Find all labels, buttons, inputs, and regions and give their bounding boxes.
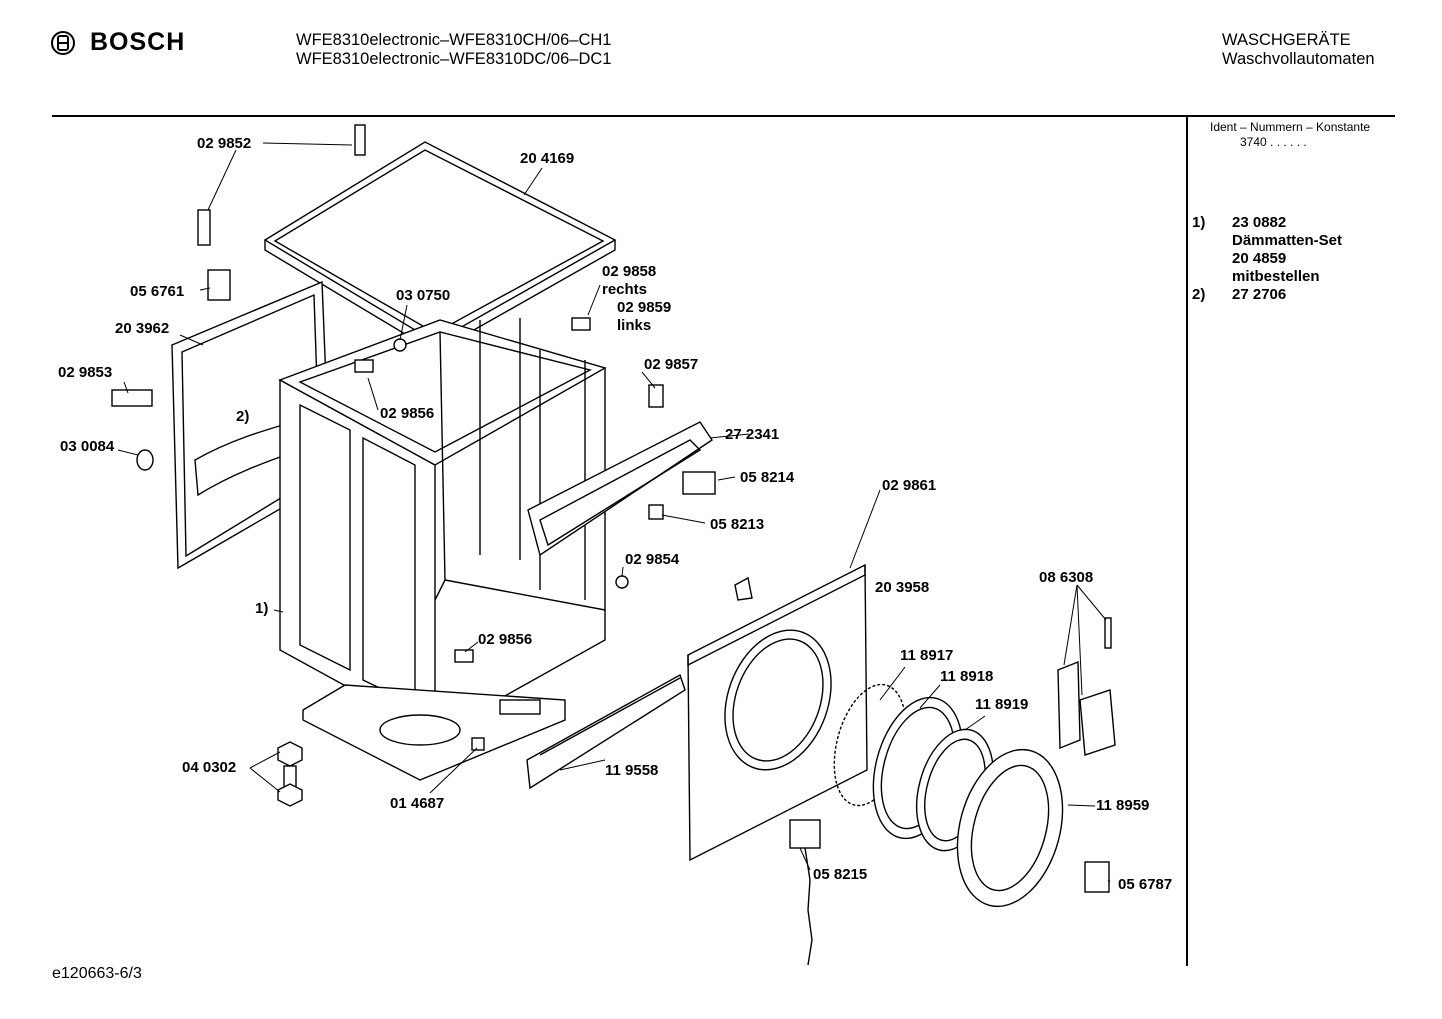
part-label: 05 6761	[130, 283, 184, 300]
note-key: 2)	[1192, 286, 1206, 303]
part-label: 03 0084	[60, 438, 115, 455]
part-label: 20 3958	[875, 579, 929, 596]
note-line: mitbestellen	[1232, 268, 1320, 285]
small-parts	[111, 124, 1110, 966]
part-label: 05 8213	[710, 516, 764, 533]
part-label: links	[617, 317, 651, 334]
note-line: 23 0882	[1232, 214, 1287, 231]
part-label: 05 6787	[1118, 876, 1172, 893]
base-plate-part	[302, 684, 566, 781]
part-label: 05 8215	[813, 866, 867, 883]
part-label: 02 9858	[602, 263, 656, 280]
drawing-id: e120663-6/3	[52, 965, 142, 982]
ident-label: Ident – Nummern – Konstante	[1210, 120, 1371, 134]
foot-part	[277, 741, 303, 807]
part-label: 02 9854	[625, 551, 680, 568]
category: WASCHGERÄTE Waschvollautomaten	[1222, 31, 1375, 69]
konstante-value: 3740 . . . . . .	[1240, 135, 1307, 149]
note-row: 1) 23 0882 Dämmatten-Set 20 4859 mitbest…	[1192, 214, 1342, 286]
category-title: WASCHGERÄTE	[1222, 31, 1351, 49]
part-labels: 02 9852 20 4169 05 6761 03 0750 02 9858 …	[58, 135, 1172, 893]
bosch-armature-icon	[51, 30, 75, 55]
part-label: 02 9853	[58, 364, 112, 381]
part-label: 04 0302	[182, 759, 236, 776]
part-label: 11 8917	[900, 647, 953, 664]
part-label: 11 8959	[1096, 797, 1149, 814]
part-label: 11 8919	[975, 696, 1028, 713]
part-label: 20 3962	[115, 320, 169, 337]
part-label: 1)	[255, 600, 268, 617]
cabinet-frame-part	[278, 318, 607, 737]
leader-lines	[117, 142, 1111, 883]
front-panel-part	[687, 563, 868, 862]
part-label: 20 4169	[520, 150, 574, 167]
part-label: 02 9856	[380, 405, 434, 422]
brand-logo: BOSCH	[50, 28, 185, 57]
part-label: rechts	[602, 281, 647, 298]
part-label: 2)	[236, 408, 249, 425]
part-label: 02 9861	[882, 477, 936, 494]
part-label: 05 8214	[740, 469, 795, 486]
model-line: WFE8310electronic–WFE8310DC/06–DC1	[296, 50, 612, 68]
part-label: 27 2341	[725, 426, 779, 443]
notes-list: 1) 23 0882 Dämmatten-Set 20 4859 mitbest…	[1192, 214, 1342, 304]
control-bracket-part	[527, 421, 713, 557]
hinge-part	[1057, 617, 1116, 756]
part-label: 02 9852	[197, 135, 251, 152]
model-list: WFE8310electronic–WFE8310CH/06–CH1 WFE83…	[296, 31, 611, 69]
brand-name: BOSCH	[90, 28, 186, 56]
part-label: 11 8918	[940, 668, 993, 685]
exploded-view-drawing: 02 9852 20 4169 05 6761 03 0750 02 9858 …	[58, 124, 1172, 966]
model-line: WFE8310electronic–WFE8310CH/06–CH1	[296, 31, 612, 49]
part-label: 01 4687	[390, 795, 444, 812]
header-divider	[52, 115, 1395, 117]
part-label: 03 0750	[396, 287, 450, 304]
door-ring-part	[833, 683, 1064, 908]
front-strip-part	[526, 673, 686, 790]
note-key: 1)	[1192, 214, 1206, 231]
category-subtitle: Waschvollautomaten	[1222, 50, 1375, 68]
part-label: 02 9856	[478, 631, 532, 648]
part-label: 02 9859	[617, 299, 671, 316]
note-line: Dämmatten-Set	[1232, 232, 1343, 249]
part-label: 11 9558	[605, 762, 658, 779]
part-label: 02 9857	[644, 356, 698, 373]
note-line: 27 2706	[1232, 286, 1287, 303]
note-row: 2) 27 2706	[1192, 286, 1342, 304]
note-line: 20 4859	[1232, 250, 1287, 267]
part-label: 08 6308	[1039, 569, 1093, 586]
sidebar-divider	[1186, 116, 1188, 966]
